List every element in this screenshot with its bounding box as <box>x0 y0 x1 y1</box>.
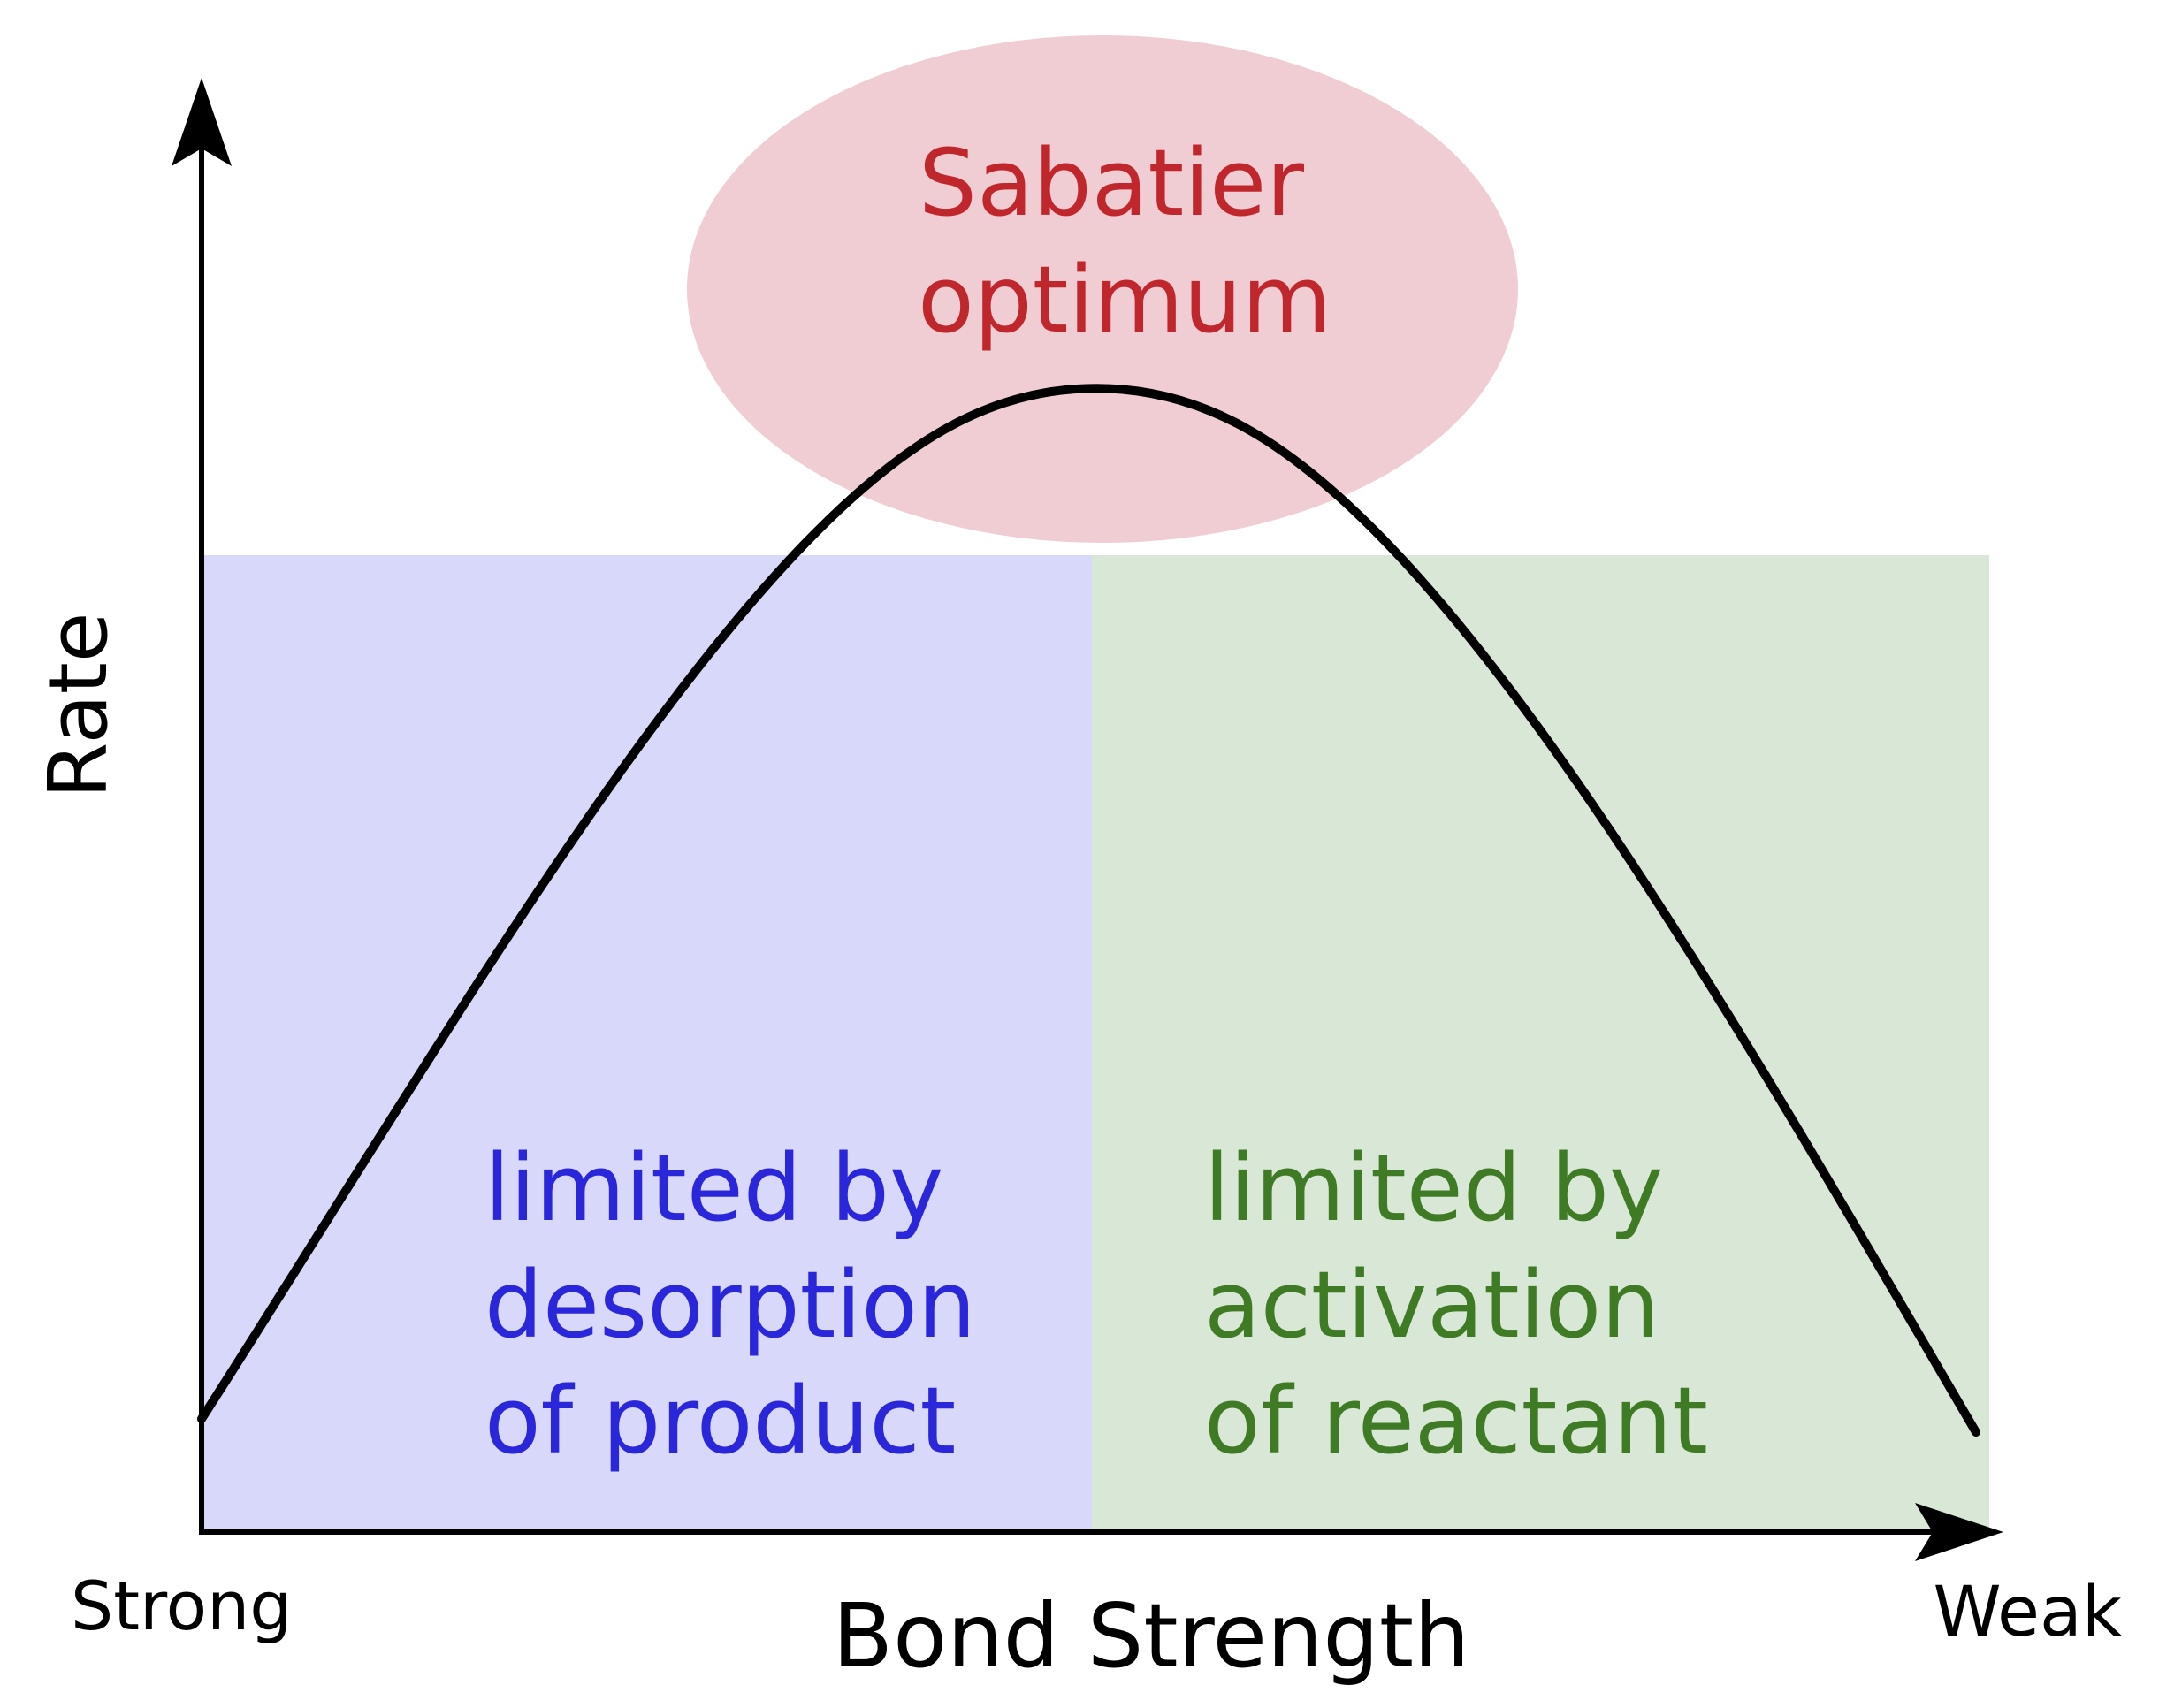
optimum-label-line-2: optimum <box>918 246 1331 354</box>
x-axis-arrowhead <box>1915 1503 2003 1561</box>
activation-limited-region <box>1092 555 1989 1530</box>
x-axis-end-label: Weak <box>1933 1573 2122 1652</box>
x-axis-label: Bond Strength <box>833 1584 1470 1688</box>
x-axis-start-label: Strong <box>71 1567 293 1645</box>
desorption-limited-region <box>202 555 1092 1530</box>
y-axis-arrowhead <box>172 78 232 166</box>
right-region-label-line-1: limited by <box>1204 1134 1663 1242</box>
right-region-label-line-3: of reactant <box>1204 1367 1708 1475</box>
right-region-label-line-2: activation <box>1204 1251 1659 1359</box>
y-axis-label: Rate <box>31 613 126 799</box>
sabatier-optimum-ellipse <box>687 35 1518 543</box>
left-region-label-line-3: of product <box>484 1367 956 1475</box>
optimum-label-line-1: Sabatier <box>919 129 1304 237</box>
volcano-curve <box>197 384 1980 1437</box>
left-region-label-line-2: desorption <box>484 1251 976 1359</box>
left-region-label-line-1: limited by <box>484 1134 943 1242</box>
